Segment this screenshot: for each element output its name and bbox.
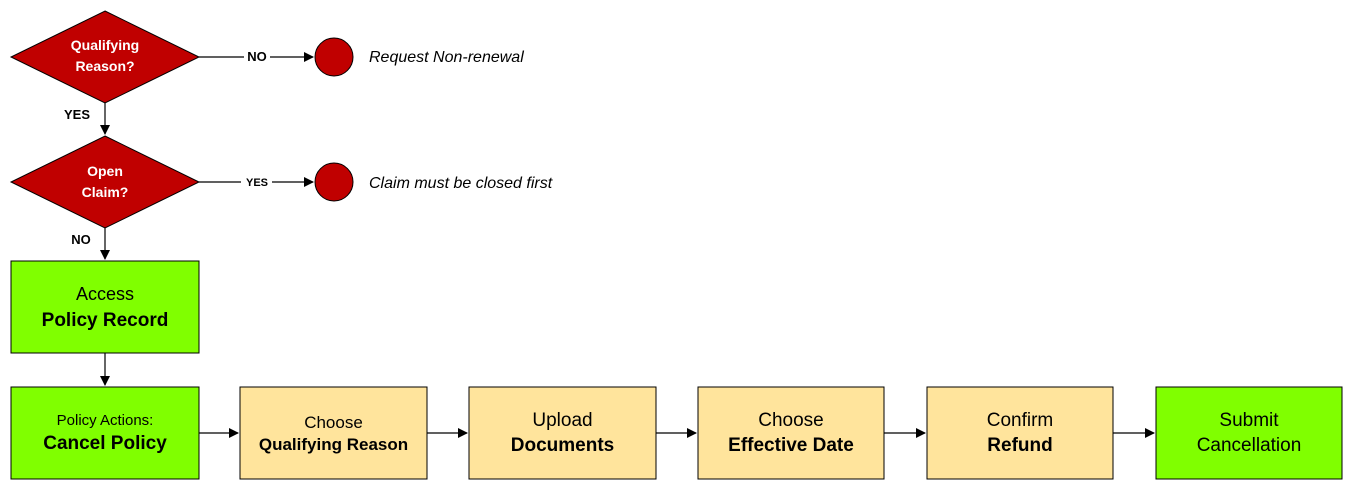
decision-diamond [9, 10, 201, 104]
box-rect [926, 386, 1114, 480]
box-rect [10, 386, 200, 480]
terminal-circle-claim-closed [314, 162, 354, 202]
box-label-line1: Choose [304, 413, 363, 432]
box-label-line1: Submit [1219, 410, 1279, 431]
branch-label-qualifying-no: NO [247, 49, 267, 64]
box-choose-qualifying-reason: Choose Qualifying Reason [239, 386, 428, 480]
box-access-policy-record: Access Policy Record [10, 260, 200, 354]
box-rect [468, 386, 657, 480]
box-label-line2: Effective Date [728, 435, 854, 456]
decision-label-line2: Reason? [75, 58, 134, 74]
decision-label-line1: Open [87, 163, 123, 179]
box-choose-effective-date: Choose Effective Date [697, 386, 885, 480]
box-label-line1: Choose [758, 410, 824, 431]
box-rect [697, 386, 885, 480]
box-rect [1155, 386, 1343, 480]
box-label-line1: Confirm [987, 410, 1054, 431]
box-label-line2: Cancellation [1197, 435, 1302, 456]
box-upload-documents: Upload Documents [468, 386, 657, 480]
box-label-line2: Cancel Policy [43, 433, 167, 454]
box-label-line2: Qualifying Reason [259, 435, 408, 454]
terminal-circle-non-renewal [314, 37, 354, 77]
branch-label-claim-yes: YES [246, 177, 268, 189]
box-label-line2: Documents [511, 435, 614, 456]
decision-qualifying-reason: Qualifying Reason? [9, 10, 201, 104]
box-label-line2: Policy Record [42, 310, 169, 331]
decision-diamond [9, 135, 201, 229]
terminal-label-non-renewal: Request Non-renewal [369, 49, 524, 66]
box-policy-actions: Policy Actions: Cancel Policy [10, 386, 200, 480]
box-rect [239, 386, 428, 480]
branch-label-qualifying-yes: YES [64, 107, 90, 122]
decision-open-claim: Open Claim? [9, 135, 201, 229]
box-label-line2: Refund [987, 435, 1052, 456]
box-label-line1: Access [76, 284, 134, 304]
box-label-line1: Upload [532, 410, 592, 431]
branch-label-claim-no: NO [71, 232, 91, 247]
box-submit-cancellation: Submit Cancellation [1155, 386, 1343, 480]
box-confirm-refund: Confirm Refund [926, 386, 1114, 480]
box-label-line1: Policy Actions: [57, 412, 154, 429]
decision-label-line1: Qualifying [71, 37, 139, 53]
box-rect [10, 260, 200, 354]
terminal-label-claim-closed: Claim must be closed first [369, 175, 553, 192]
decision-label-line2: Claim? [82, 184, 129, 200]
